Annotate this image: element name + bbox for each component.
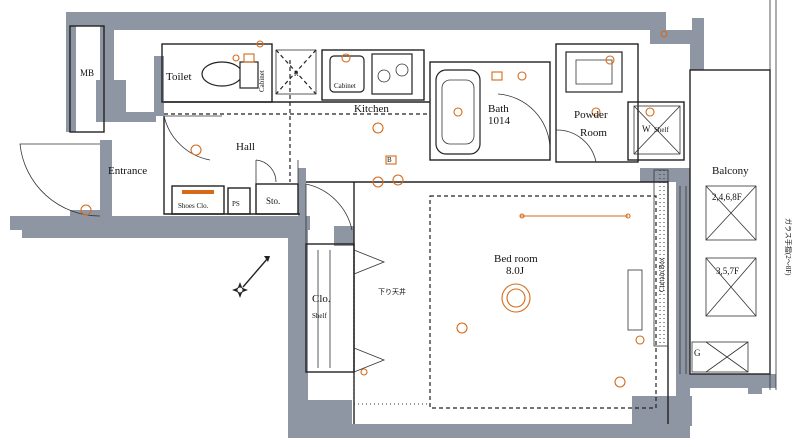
lowered-ceiling-label: 下り天井 (378, 287, 406, 296)
doors (19, 115, 687, 374)
north-arrow-compass-icon (232, 256, 270, 298)
electrical-symbols (80, 30, 668, 388)
balcony-floors-a-label: 2,4,6,8F (712, 192, 742, 202)
ceiling-light-icon (501, 283, 531, 313)
toilet-door (163, 115, 222, 161)
kitchen-cabinet-label: Cabinet (334, 82, 356, 90)
glass-rail-label: ガラス手摺(2～8F) (784, 218, 793, 276)
toilet-label: Toilet (166, 71, 192, 83)
washer-space (633, 105, 681, 155)
washbasin-icon (565, 51, 623, 93)
window-panel (627, 269, 643, 331)
bedroom-label: Bed room (494, 253, 538, 265)
fixtures (201, 49, 681, 313)
mb-label: MB (80, 68, 94, 78)
curtain-box (653, 169, 669, 347)
bedroom-ceiling-line (429, 195, 657, 409)
bedroom-door (305, 183, 353, 244)
toilet-bowl-icon (201, 61, 243, 87)
labels: MB Toilet Cabinet Cabinet Kitchen Bath 1… (80, 68, 793, 358)
kitchen-sink-icon (329, 55, 365, 93)
refrigerator-space (275, 49, 317, 95)
curtain-box-label: Curtain Box (658, 257, 666, 292)
closet-shelf-label: Shelf (312, 312, 327, 320)
mark-b-label: B (387, 156, 392, 164)
powder-label: Powder (574, 109, 608, 121)
w-shelf-w-label: W (642, 124, 651, 134)
balcony-unit-upper (705, 185, 757, 241)
balcony-label: Balcony (712, 165, 749, 177)
storage-door (255, 159, 299, 184)
g-label: G (694, 348, 701, 358)
closet-shelf-lines (317, 250, 331, 368)
bath-label: Bath (488, 103, 509, 115)
bath-size-label: 1014 (488, 115, 511, 127)
balcony-unit-lower (705, 257, 757, 317)
entrance-label: Entrance (108, 165, 147, 177)
hall-label: Hall (236, 141, 255, 153)
sto-label: Sto. (266, 196, 280, 206)
glass-rail (769, 0, 777, 390)
closet-label: Clo. (312, 293, 331, 305)
powder-room-label: Room (580, 127, 607, 139)
refrigerator-label: R (294, 70, 299, 78)
ps-label: PS (232, 200, 240, 208)
powder-door (555, 129, 597, 163)
balcony-sliding-door (679, 186, 687, 374)
bedroom-size-label: 8.0J (506, 265, 525, 277)
hall-dash-line (164, 60, 430, 182)
bathtub-icon (435, 69, 481, 155)
shoes-clo-label: Shoes Clo. (178, 202, 209, 210)
balcony-floors-b-label: 3,5,7F (716, 266, 739, 276)
lowered-ceiling-line (353, 246, 430, 405)
kitchen-label: Kitchen (354, 103, 389, 115)
w-shelf-label: Shelf (654, 126, 669, 134)
toilet-cabinet-label: Cabinet (258, 70, 266, 92)
